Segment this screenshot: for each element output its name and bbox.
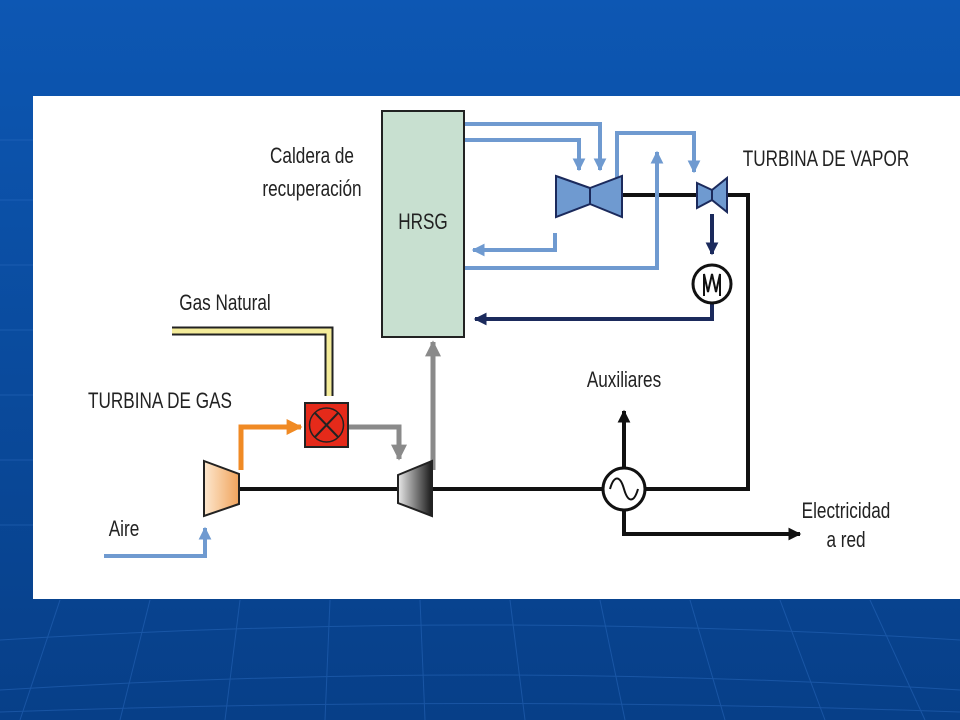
gas-compressor <box>203 459 240 518</box>
electricity-export-line <box>622 511 802 541</box>
turbina-vapor-label: TURBINA DE VAPOR <box>743 147 909 172</box>
steam-turbine-to-generator-line <box>645 193 750 491</box>
ip-steam-line <box>465 138 586 172</box>
electricidad-label-line1: Electricidad <box>802 499 891 524</box>
electricidad-label-line2: a red <box>826 528 865 553</box>
natural-gas-line <box>172 326 334 396</box>
generator-sine-icon <box>601 466 647 512</box>
lp-steam-line <box>465 150 664 270</box>
hp-steam-turbine <box>555 174 623 219</box>
turbina-gas-label: TURBINA DE GAS <box>88 389 232 414</box>
condenser-coil-icon <box>691 263 733 305</box>
auxiliares-label: Auxiliares <box>587 368 661 393</box>
lp-steam-turbine <box>696 175 728 215</box>
hp-steam-line <box>465 122 607 172</box>
gas-natural-label: Gas Natural <box>179 291 271 316</box>
diagram-panel <box>33 96 960 599</box>
combustor-x-icon <box>304 402 349 448</box>
hrsg-label: HRSG <box>398 210 448 235</box>
hrsg-box <box>381 110 465 338</box>
caldera-label-line2: recuperación <box>262 177 361 202</box>
gas-turbine <box>397 459 433 518</box>
hp-to-lp-steam-line <box>615 131 701 183</box>
compressed-air-line <box>238 418 303 470</box>
condensate-return-line <box>473 304 714 326</box>
hp-exhaust-return-line <box>471 233 557 257</box>
air-inlet-line <box>104 526 212 558</box>
combustion-gas-line <box>349 424 408 461</box>
aire-label: Aire <box>109 517 140 542</box>
caldera-label-line1: Caldera de <box>270 144 354 169</box>
